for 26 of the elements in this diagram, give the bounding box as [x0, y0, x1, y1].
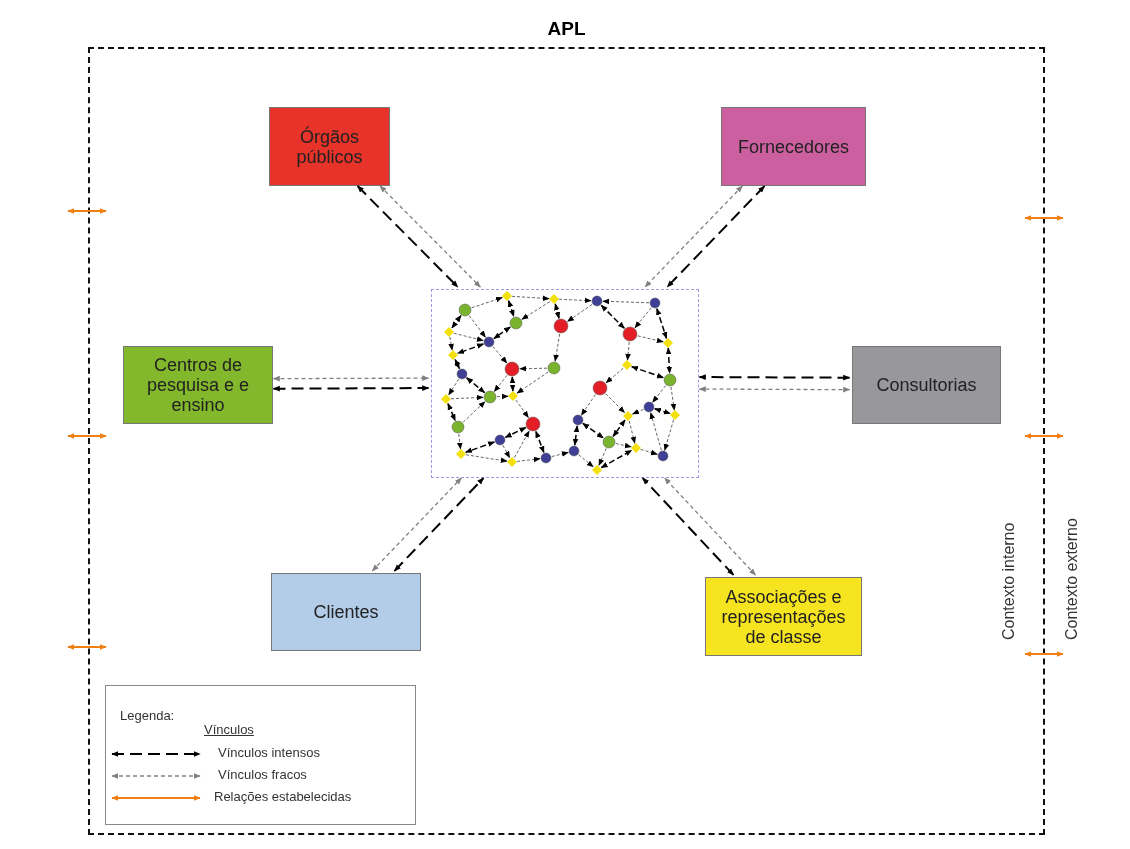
link-arrow [644, 185, 743, 288]
frame-title: APL [546, 18, 587, 40]
link-arrow [356, 185, 459, 288]
actor-box: Fornecedores [721, 107, 866, 186]
actor-box: Consultorias [852, 346, 1001, 424]
link-arrow [666, 185, 766, 288]
context-label: Contexto interno [1000, 522, 1018, 640]
actor-box: Centros de pesquisa e e ensino [123, 346, 273, 424]
legend-text: Vínculos intensos [218, 745, 320, 760]
legend-subheading: Vínculos [204, 722, 254, 737]
link-arrow [272, 385, 430, 392]
actor-box: Associações e representações de classe [705, 577, 862, 656]
link-arrow [393, 477, 485, 572]
context-label: Contexto externo [1063, 518, 1081, 640]
legend-heading: Legenda: [120, 708, 175, 723]
link-arrow [641, 477, 735, 576]
link-arrow [371, 477, 462, 572]
link-arrow [663, 477, 757, 576]
link-arrow [698, 374, 851, 381]
actor-box: Órgãos públicos [269, 107, 390, 186]
link-arrow [379, 185, 481, 288]
legend-text: Relações estabelecidas [214, 789, 352, 804]
link-arrow [698, 386, 851, 393]
legend-text: Vínculos fracos [218, 767, 307, 782]
link-arrow [272, 375, 430, 382]
actor-box: Clientes [271, 573, 421, 651]
